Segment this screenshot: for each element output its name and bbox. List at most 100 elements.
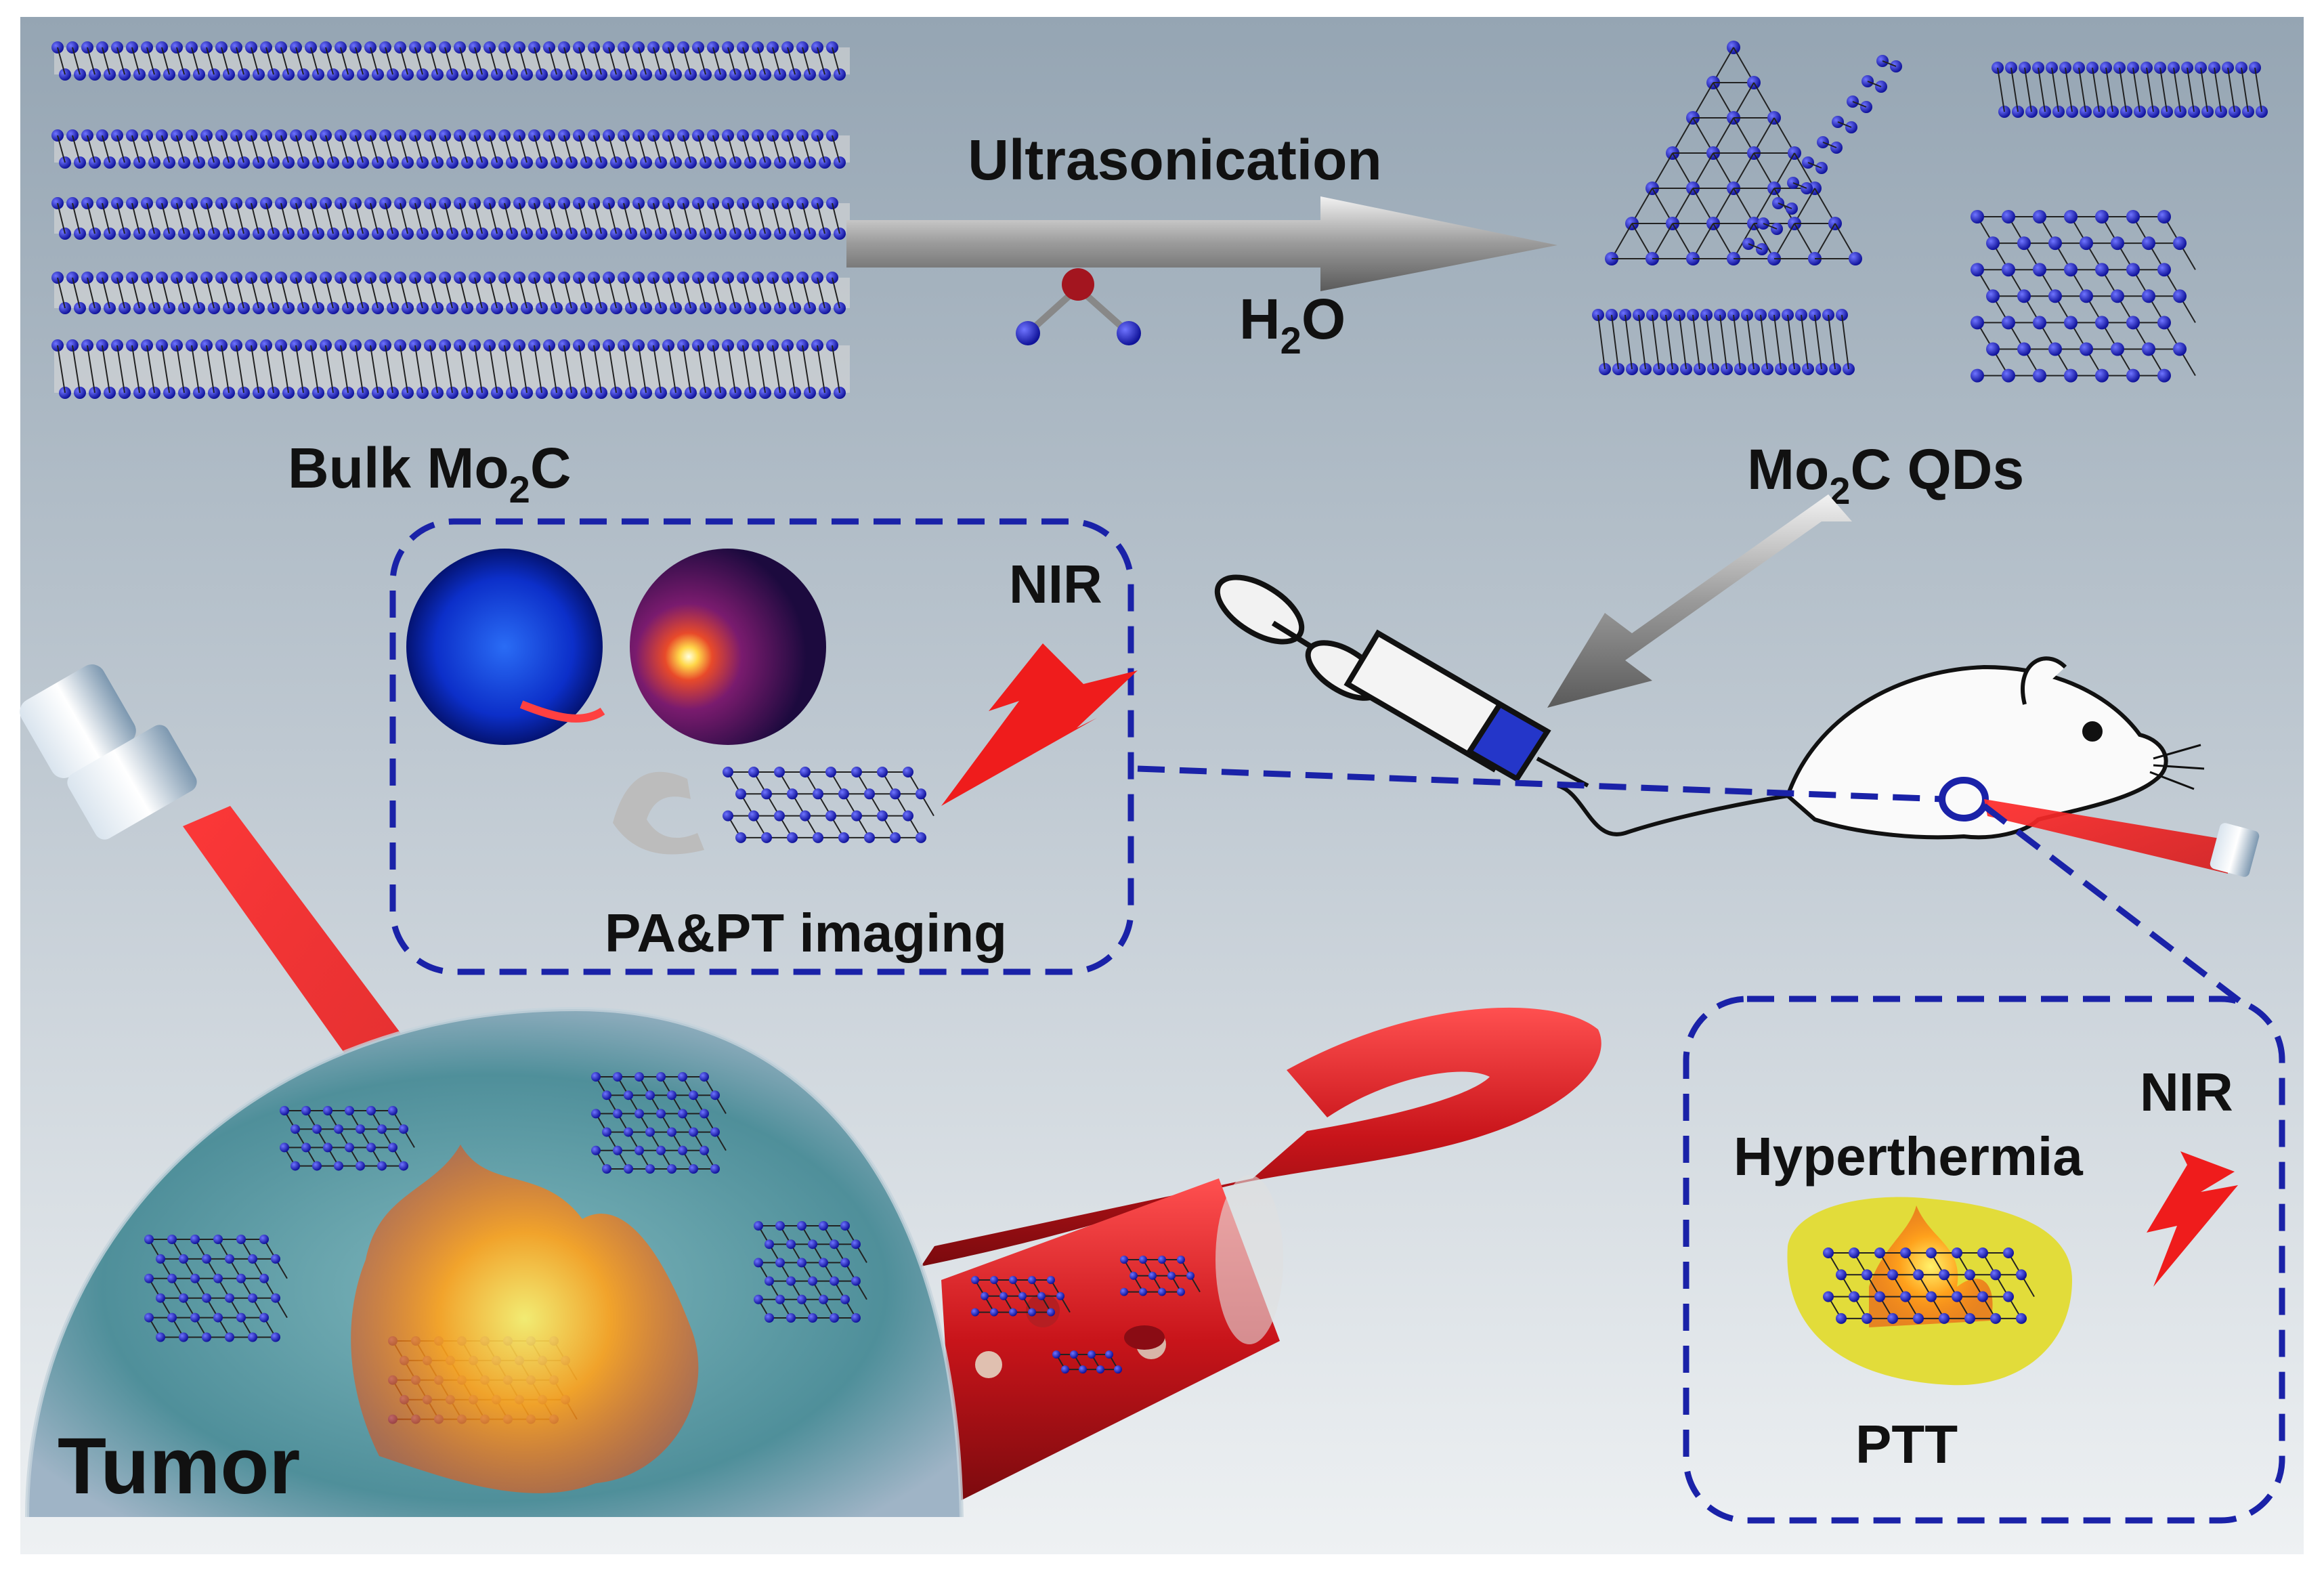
atom bbox=[2002, 210, 2015, 223]
atom bbox=[399, 1161, 408, 1171]
atom bbox=[775, 1221, 785, 1231]
imaging-qd-sheet bbox=[723, 767, 934, 843]
atom bbox=[2064, 316, 2078, 330]
atom bbox=[761, 788, 772, 800]
atom bbox=[1028, 1308, 1036, 1317]
atom bbox=[1009, 1276, 1017, 1284]
pt-image bbox=[630, 549, 826, 745]
atom bbox=[689, 1127, 698, 1137]
atom bbox=[259, 1235, 269, 1244]
atom bbox=[2080, 236, 2093, 251]
atom bbox=[656, 1145, 666, 1155]
laser-head-large-icon bbox=[20, 664, 197, 840]
atom bbox=[1939, 1312, 1950, 1324]
atom bbox=[1900, 1247, 1911, 1258]
atom bbox=[903, 810, 913, 821]
atom bbox=[667, 1090, 676, 1101]
atom bbox=[825, 767, 836, 777]
atom bbox=[1971, 316, 1984, 330]
atom bbox=[1971, 210, 1984, 223]
atom bbox=[1971, 263, 1984, 277]
atom bbox=[280, 1106, 289, 1115]
atom bbox=[388, 1106, 397, 1115]
atom bbox=[356, 1161, 365, 1171]
atom bbox=[236, 1312, 246, 1323]
atom bbox=[2064, 210, 2078, 223]
atom bbox=[236, 1235, 246, 1244]
atom bbox=[2111, 289, 2124, 303]
atom bbox=[2157, 263, 2171, 277]
atom bbox=[591, 1109, 601, 1119]
atom bbox=[167, 1312, 177, 1323]
atom bbox=[2033, 368, 2046, 383]
atom bbox=[2048, 342, 2062, 356]
atom bbox=[388, 1143, 397, 1153]
atom bbox=[591, 1145, 601, 1155]
atom bbox=[366, 1143, 376, 1153]
atom bbox=[323, 1106, 332, 1115]
atom bbox=[1139, 1256, 1147, 1264]
atom bbox=[1862, 1312, 1872, 1324]
atom bbox=[797, 1294, 806, 1304]
atom bbox=[890, 832, 901, 843]
laser-head-small-icon bbox=[2210, 823, 2260, 877]
atom bbox=[838, 832, 849, 843]
atom bbox=[2002, 316, 2015, 330]
ultrasonication-label: Ultrasonication bbox=[968, 128, 1381, 192]
atom bbox=[819, 1221, 828, 1231]
atom bbox=[800, 767, 811, 777]
tumor-flame-icon bbox=[351, 1145, 699, 1493]
atom bbox=[819, 1294, 828, 1304]
atom bbox=[2173, 289, 2187, 303]
atom bbox=[1887, 1269, 1898, 1281]
atom bbox=[1952, 1247, 1962, 1258]
atom bbox=[851, 810, 862, 821]
atom bbox=[825, 810, 836, 821]
atom bbox=[877, 767, 888, 777]
atom bbox=[1986, 289, 2000, 303]
atom bbox=[765, 1276, 774, 1286]
atom bbox=[190, 1273, 200, 1283]
atom bbox=[735, 788, 746, 800]
atom bbox=[774, 767, 785, 777]
atom bbox=[830, 1313, 839, 1323]
atom bbox=[1177, 1287, 1185, 1296]
atom bbox=[2033, 210, 2046, 223]
atom bbox=[271, 1332, 280, 1342]
atom bbox=[1186, 1271, 1195, 1280]
atom bbox=[613, 1072, 622, 1082]
tumor-label: Tumor bbox=[58, 1422, 300, 1511]
atom bbox=[813, 832, 823, 843]
pa-image bbox=[406, 549, 603, 745]
atom bbox=[748, 767, 759, 777]
nir-label-ptt: NIR bbox=[2140, 1062, 2233, 1122]
atom bbox=[775, 1258, 785, 1268]
atom bbox=[1158, 1256, 1166, 1264]
atom bbox=[830, 1276, 839, 1286]
ultrasonication-arrow bbox=[846, 196, 1557, 291]
atom bbox=[761, 832, 772, 843]
atom bbox=[2126, 263, 2140, 277]
atom bbox=[2003, 1247, 2014, 1258]
atom bbox=[602, 1127, 611, 1137]
laser-beam-small bbox=[1984, 799, 2228, 874]
atom bbox=[748, 810, 759, 821]
atom bbox=[754, 1221, 763, 1231]
atom bbox=[345, 1143, 354, 1153]
atom bbox=[775, 1294, 785, 1304]
atom bbox=[2126, 368, 2140, 383]
atom bbox=[202, 1293, 211, 1303]
blood-vessel bbox=[921, 1007, 1601, 1503]
atom bbox=[916, 832, 926, 843]
atom bbox=[613, 1145, 622, 1155]
atom bbox=[1129, 1271, 1138, 1280]
pa-pt-imaging-label: PA&PT imaging bbox=[605, 903, 1007, 963]
atom bbox=[179, 1332, 188, 1342]
atom bbox=[723, 767, 733, 777]
atom bbox=[225, 1293, 234, 1303]
dashed-connectors bbox=[1137, 765, 2243, 1005]
atom bbox=[179, 1254, 188, 1264]
atom bbox=[2157, 210, 2171, 223]
atom bbox=[890, 788, 901, 800]
